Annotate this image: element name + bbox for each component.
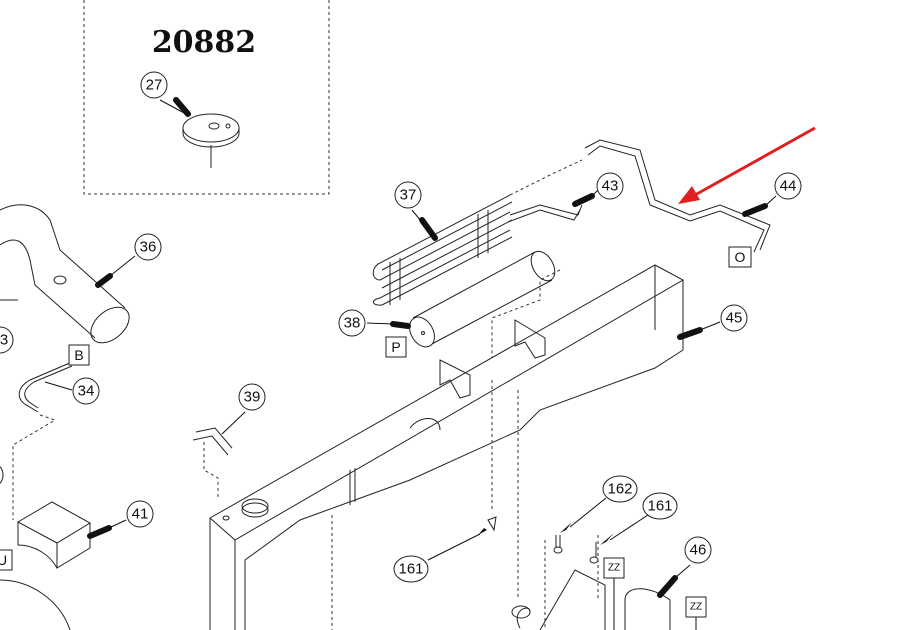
callout-162: 162 <box>602 475 638 503</box>
callout-45: 45 <box>720 304 748 332</box>
callout-36: 36 <box>134 233 162 261</box>
ref-box-zz: ZZ <box>685 596 707 618</box>
callout-27: 27 <box>140 71 168 99</box>
svg-text:ZZ: ZZ <box>608 563 620 574</box>
inset-title: 20882 <box>152 25 256 60</box>
callout-44: 44 <box>774 172 802 200</box>
ref-box-u: U <box>0 549 13 571</box>
svg-text:161: 161 <box>647 498 672 515</box>
callout-3: 3 <box>0 326 14 354</box>
leader-lines <box>44 99 777 579</box>
svg-text:43: 43 <box>602 178 619 195</box>
svg-text:3: 3 <box>0 332 8 349</box>
callout-46: 46 <box>684 536 712 564</box>
block-part <box>0 501 112 630</box>
svg-text:38: 38 <box>344 315 361 332</box>
bracket-part <box>192 427 233 500</box>
pipe-lines <box>507 139 771 253</box>
lower-parts <box>487 516 697 630</box>
svg-text:46: 46 <box>690 542 707 559</box>
inset-panel: 20882 <box>83 0 330 195</box>
svg-text:37: 37 <box>400 187 417 204</box>
callout-37: 37 <box>394 181 422 209</box>
tube-part <box>12 361 73 520</box>
cooler-part <box>372 194 513 306</box>
svg-text:ZZ: ZZ <box>690 602 702 613</box>
svg-text:161: 161 <box>398 561 423 578</box>
svg-text:U: U <box>0 552 7 568</box>
cylinder-part <box>390 250 561 358</box>
callout-41: 41 <box>126 500 154 528</box>
callout-partial <box>0 465 4 485</box>
svg-text:P: P <box>391 339 400 355</box>
svg-text:27: 27 <box>146 77 163 94</box>
svg-text:36: 36 <box>140 239 157 256</box>
svg-text:39: 39 <box>244 389 261 406</box>
svg-text:44: 44 <box>780 178 797 195</box>
svg-text:162: 162 <box>607 481 632 498</box>
svg-text:34: 34 <box>78 383 95 400</box>
red-arrow-indicator <box>678 126 816 204</box>
frame-part <box>209 264 703 630</box>
callout-43: 43 <box>596 172 624 200</box>
svg-text:41: 41 <box>132 506 149 523</box>
callout-38: 38 <box>338 309 366 337</box>
ref-box-b: B <box>68 344 90 366</box>
callout-161: 161 <box>642 492 678 520</box>
ref-box-zz: ZZ <box>603 557 625 579</box>
pipe-part <box>0 204 130 344</box>
svg-text:O: O <box>735 249 746 265</box>
ref-box-o: O <box>728 246 752 268</box>
ref-box-p: P <box>385 336 407 358</box>
callout-161: 161 <box>393 555 429 583</box>
callout-39: 39 <box>238 383 266 411</box>
svg-text:B: B <box>74 347 83 363</box>
callout-34: 34 <box>72 377 100 405</box>
svg-text:45: 45 <box>726 310 743 327</box>
